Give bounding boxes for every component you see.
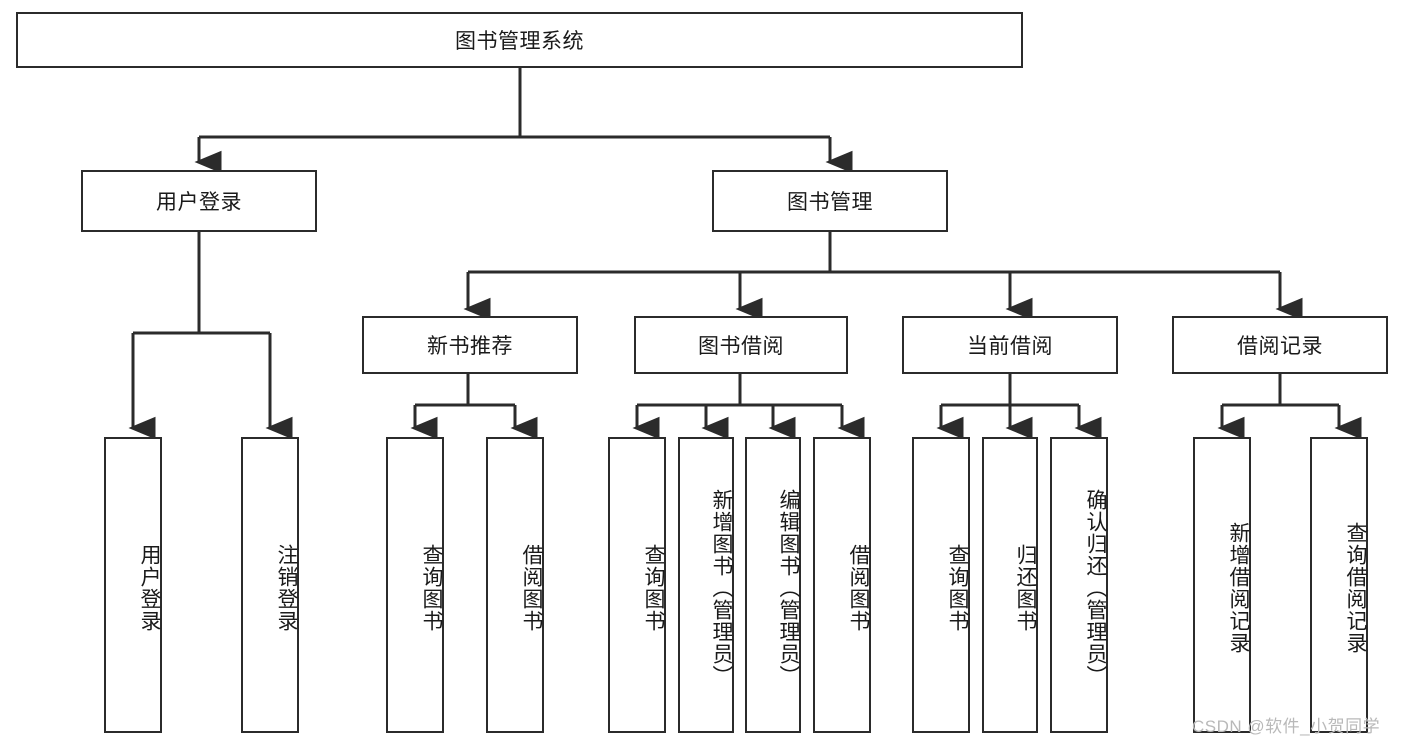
node-leaf-edit-book-admin[interactable]: 编辑图书（管理员） [745,437,801,733]
node-label: 查询借阅记录 [1344,522,1367,654]
node-leaf-query-borrow-record[interactable]: 查询借阅记录 [1310,437,1368,733]
node-current-borrow[interactable]: 当前借阅 [902,316,1118,374]
node-label: 查询图书 [642,544,665,632]
node-label: 归还图书 [1014,544,1037,632]
node-book-management[interactable]: 图书管理 [712,170,948,232]
node-label: 当前借阅 [967,335,1053,358]
node-root-system[interactable]: 图书管理系统 [16,12,1023,68]
node-label: 借阅图书 [520,544,543,632]
node-label: 新增图书（管理员） [710,489,733,687]
node-label: 图书管理系统 [455,30,584,53]
node-label: 用户登录 [138,544,161,632]
node-label: 注销登录 [275,544,298,632]
node-leaf-query-book-recommend[interactable]: 查询图书 [386,437,444,733]
node-new-book-recommend[interactable]: 新书推荐 [362,316,578,374]
node-label: 用户登录 [156,191,242,214]
node-label: 新书推荐 [427,335,513,358]
node-user-login[interactable]: 用户登录 [81,170,317,232]
node-label: 查询图书 [946,544,969,632]
node-leaf-return-book[interactable]: 归还图书 [982,437,1038,733]
node-label: 新增借阅记录 [1227,522,1250,654]
node-book-borrow[interactable]: 图书借阅 [634,316,848,374]
node-borrow-record[interactable]: 借阅记录 [1172,316,1388,374]
node-label: 图书借阅 [698,335,784,358]
node-leaf-query-book-current[interactable]: 查询图书 [912,437,970,733]
node-leaf-user-login[interactable]: 用户登录 [104,437,162,733]
node-leaf-borrow-book-recommend[interactable]: 借阅图书 [486,437,544,733]
node-leaf-borrow-book[interactable]: 借阅图书 [813,437,871,733]
node-leaf-query-book-borrow[interactable]: 查询图书 [608,437,666,733]
node-label: 查询图书 [420,544,443,632]
node-label: 确认归还（管理员） [1084,489,1107,687]
node-leaf-add-book-admin[interactable]: 新增图书（管理员） [678,437,734,733]
node-leaf-confirm-return-admin[interactable]: 确认归还（管理员） [1050,437,1108,733]
watermark-text: CSDN @软件_小贺同学 [1192,717,1381,736]
node-label: 编辑图书（管理员） [777,489,800,687]
node-leaf-add-borrow-record[interactable]: 新增借阅记录 [1193,437,1251,733]
node-leaf-user-logout[interactable]: 注销登录 [241,437,299,733]
node-label: 借阅记录 [1237,335,1323,358]
node-label: 图书管理 [787,191,873,214]
node-label: 借阅图书 [847,544,870,632]
